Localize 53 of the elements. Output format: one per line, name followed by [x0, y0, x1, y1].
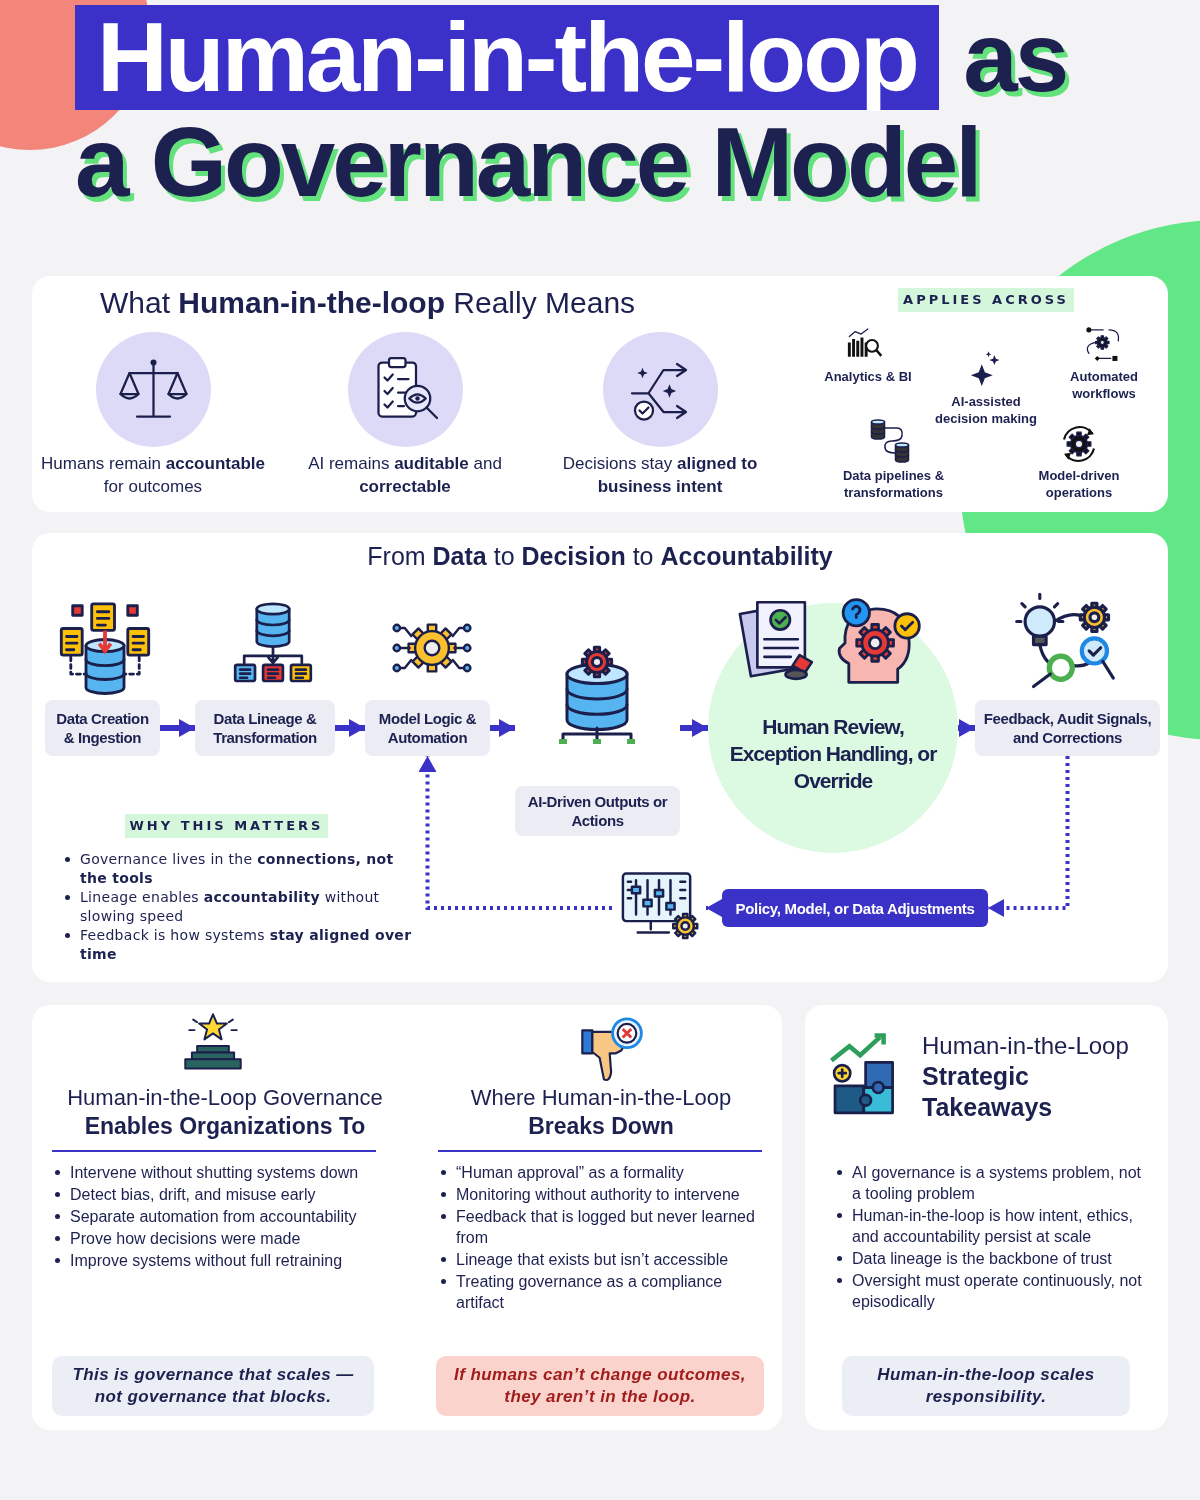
- quote-callout: This is governance that scales — not governance that blocks.: [52, 1356, 374, 1416]
- process-box: Feedback, Audit Signals, and Corrections: [975, 700, 1160, 756]
- section-tag: APPLIES ACROSS: [898, 288, 1074, 312]
- panel-card: [32, 1005, 782, 1430]
- feature-caption: Humans remain accountable for outcomes: [40, 453, 266, 498]
- warning-callout: If humans can’t change outcomes, they aren’t in the loop.: [436, 1356, 764, 1416]
- arrow: [335, 719, 365, 737]
- category-label: AI-assisted decision making: [935, 393, 1037, 427]
- bullet-item: Data lineage is the backbone of trust: [830, 1248, 1150, 1269]
- section-heading: What Human-in-the-loop Really Means: [100, 285, 637, 321]
- card-heading: Where Human-in-the-Loop Breaks Down: [469, 1084, 733, 1140]
- bullet-item: Human-in-the-loop is how intent, ethics, and accountability persist at scale: [830, 1205, 1150, 1247]
- bullet-item: Separate automation from accountability: [48, 1206, 378, 1227]
- card-heading: Human-in-the-Loop Governance Enables Organizations To: [66, 1084, 384, 1140]
- arrow: [958, 719, 975, 737]
- title: Human-in-the-loop as a Governance Model: [75, 5, 1068, 219]
- panel-card: [32, 276, 1168, 512]
- process-box: Data Creation & Ingestion: [45, 700, 160, 756]
- arrow: [160, 719, 195, 737]
- category-label: Analytics & BI: [823, 368, 913, 385]
- arrow: [680, 719, 708, 737]
- process-box: Model Logic & Automation: [365, 700, 490, 756]
- dashed-arrow: [988, 756, 1070, 917]
- bullet-item: Prove how decisions were made: [48, 1228, 378, 1249]
- bullet-item: Oversight must operate continuously, not episodically: [830, 1270, 1150, 1312]
- card-heading: Human-in-the-Loop Strategic Takeaways: [922, 1031, 1130, 1123]
- section-heading: From Data to Decision to Accountability: [366, 541, 834, 572]
- category-label: Model-driven operations: [1037, 467, 1121, 501]
- feature-caption: Decisions stay aligned to business intent: [561, 453, 759, 498]
- feature-caption: AI remains auditable and correctable: [307, 453, 503, 498]
- bullet-item: Improve systems without full retraining: [48, 1250, 378, 1271]
- process-box: Data Lineage & Transformation: [195, 700, 335, 756]
- bullet-item: “Human approval” as a formality: [434, 1162, 769, 1183]
- bullet-item: Detect bias, drift, and misuse early: [48, 1184, 378, 1205]
- arrow: [490, 719, 515, 737]
- dashed-arrow: [706, 899, 722, 917]
- bullet-item: Intervene without shutting systems down: [48, 1162, 378, 1183]
- category-label: Automated workflows: [1069, 368, 1139, 402]
- process-box: AI-Driven Outputs or Actions: [515, 786, 680, 836]
- bullet-item: Treating governance as a compliance artifact: [434, 1271, 769, 1313]
- bullet-item: Feedback that is logged but never learned from: [434, 1206, 769, 1248]
- panel-card: [805, 1005, 1168, 1430]
- section-tag: WHY THIS MATTERS: [125, 814, 328, 838]
- bullet-item: Feedback is how systems stay aligned over time: [58, 926, 423, 964]
- dashed-arrow: [418, 756, 612, 910]
- bullet-item: Lineage that exists but isn’t accessible: [434, 1249, 769, 1270]
- bullet-item: Monitoring without authority to intervene: [434, 1184, 769, 1205]
- action-box: Policy, Model, or Data Adjustments: [722, 889, 988, 927]
- bullet-item: AI governance is a systems problem, not a tooling problem: [830, 1162, 1150, 1204]
- category-label: Data pipelines & transformations: [841, 467, 946, 501]
- node-text: Human Review, Exception Handling, or Override: [728, 714, 938, 794]
- panel-card: [32, 533, 1168, 982]
- quote-callout: Human-in-the-loop scales responsibility.: [842, 1356, 1130, 1416]
